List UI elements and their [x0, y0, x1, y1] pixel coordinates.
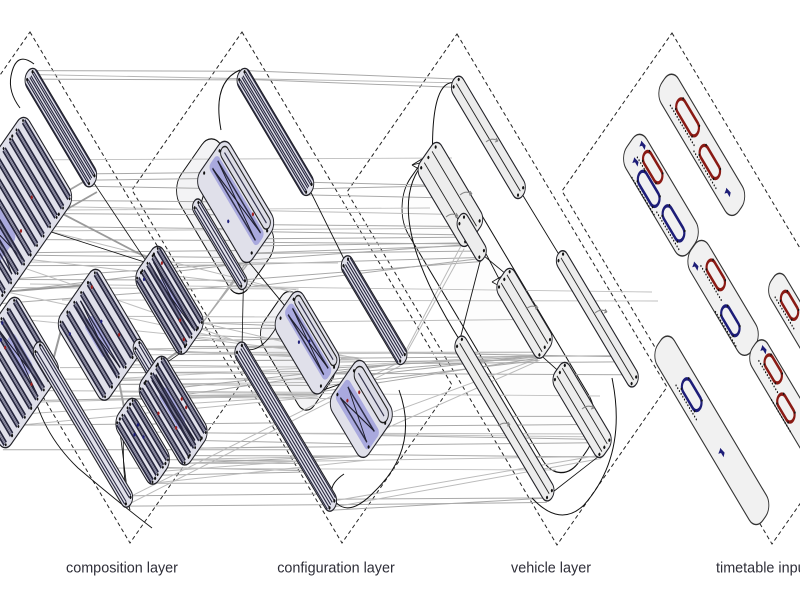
svg-text:vehicle layer: vehicle layer — [511, 561, 591, 577]
svg-text:timetable input: timetable input — [716, 561, 800, 577]
svg-text:composition layer: composition layer — [66, 561, 178, 577]
svg-text:configuration layer: configuration layer — [277, 561, 395, 577]
